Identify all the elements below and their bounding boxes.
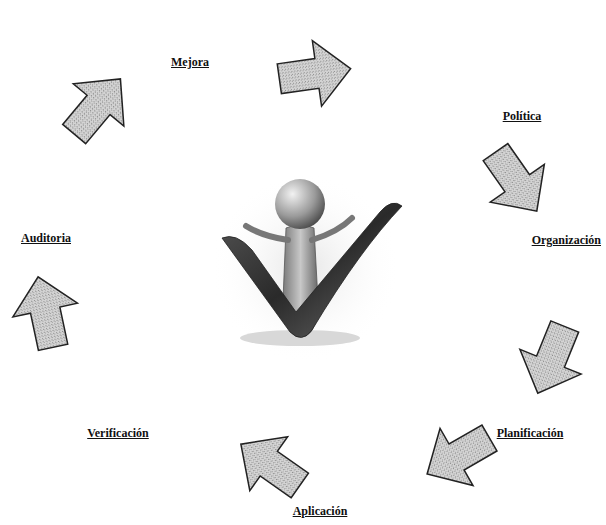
cycle-label: Planificación [497, 426, 564, 440]
cycle-label: Aplicación [293, 504, 348, 518]
cycle-label: Auditoria [21, 231, 71, 245]
cycle-label: Mejora [171, 55, 209, 69]
cycle-arrows [6, 36, 596, 513]
cycle-label: Verificación [87, 426, 149, 440]
cycle-label: Organización [532, 233, 601, 247]
cycle-label: Política [503, 109, 542, 123]
check-figure [210, 173, 402, 363]
